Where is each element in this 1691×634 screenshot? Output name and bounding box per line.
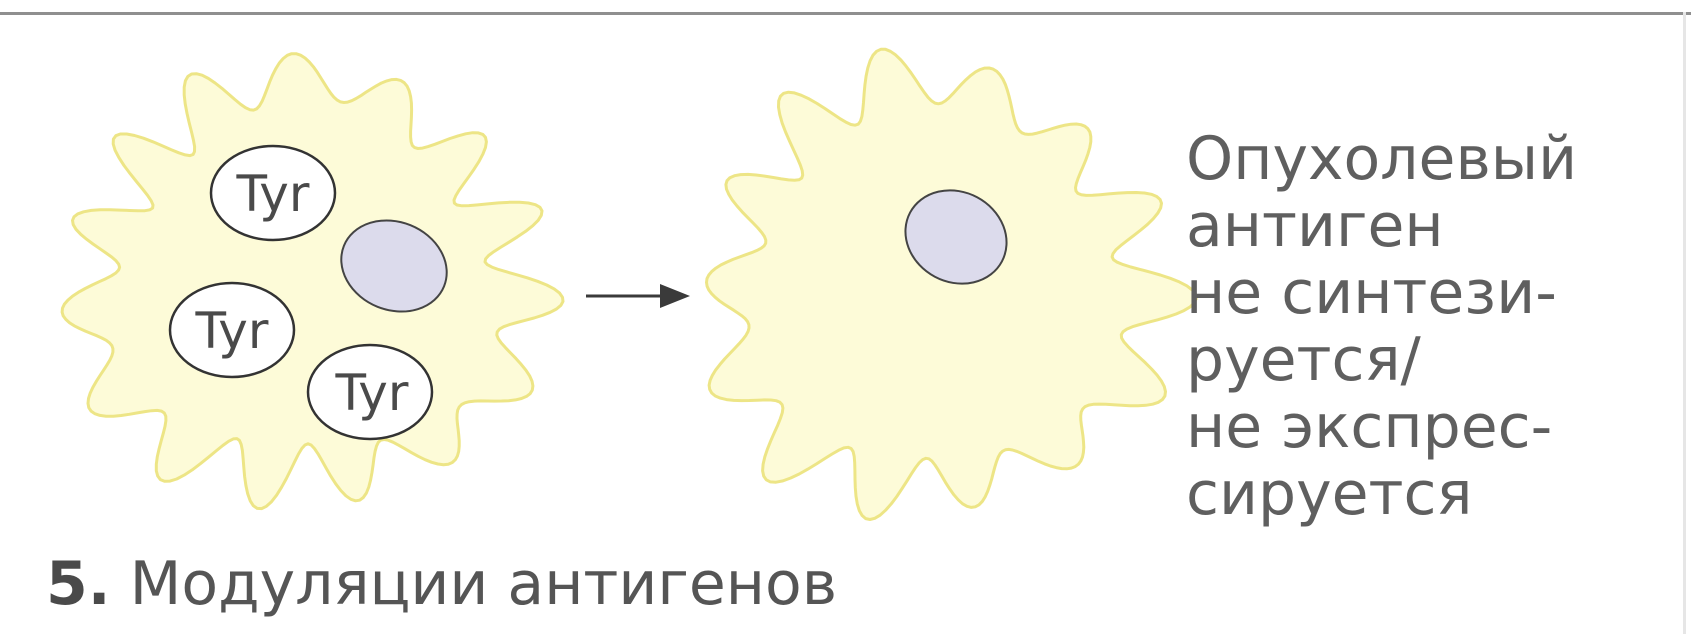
- caption-line: не экспрес-: [1186, 394, 1686, 461]
- caption-line: сируется: [1186, 461, 1686, 528]
- section-number: 5.: [46, 549, 111, 619]
- caption-line: антиген: [1186, 193, 1686, 260]
- cell-before: Tyr Tyr Tyr: [62, 54, 563, 509]
- vesicle-label: Tyr: [236, 165, 310, 223]
- tumor-cell-body: [707, 49, 1197, 519]
- tyr-vesicle: Tyr: [170, 283, 294, 377]
- caption-line: руется/: [1186, 327, 1686, 394]
- tyr-vesicle: Tyr: [308, 345, 432, 439]
- cell-after: [707, 49, 1197, 519]
- vesicle-label: Tyr: [195, 302, 269, 360]
- vesicle-label: Tyr: [335, 364, 409, 422]
- section-title-text: Модуляции антигенов: [111, 549, 838, 619]
- caption-line: Опухолевый: [1186, 126, 1686, 193]
- caption-text: Опухолевый антиген не синтези- руется/ н…: [1186, 126, 1686, 528]
- caption-line: не синтези-: [1186, 260, 1686, 327]
- section-title: 5. Модуляции антигенов: [46, 548, 837, 620]
- tumor-cell-body: [62, 54, 563, 509]
- right-arrow-icon: [586, 284, 690, 308]
- tyr-vesicle: Tyr: [211, 146, 335, 240]
